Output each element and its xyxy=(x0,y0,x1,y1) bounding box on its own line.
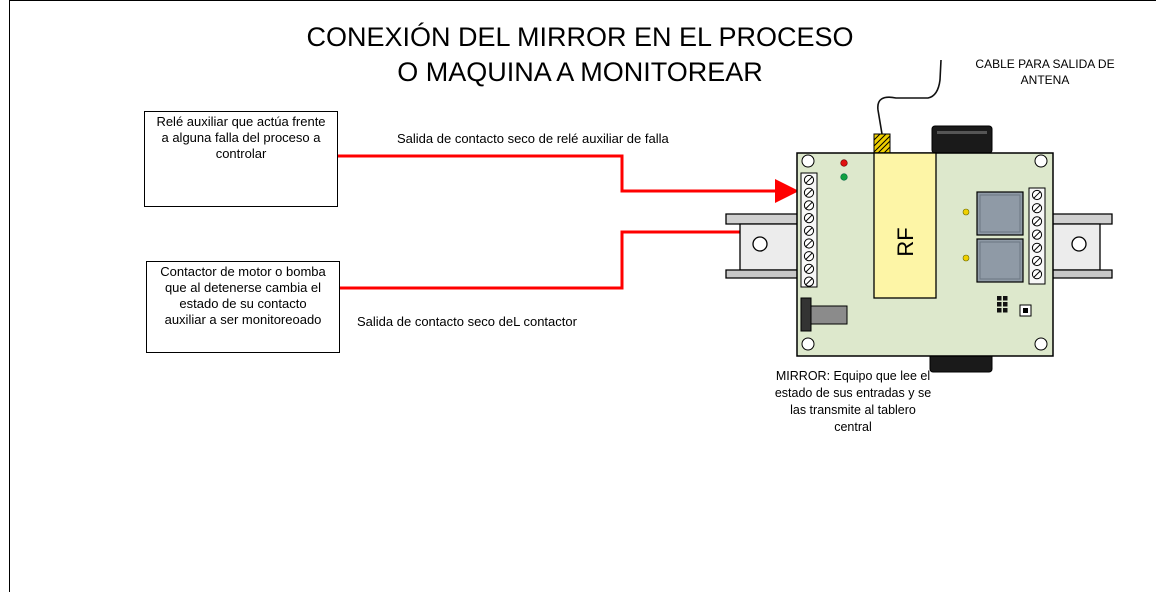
antenna-label-line: ANTENA xyxy=(1020,73,1070,87)
screw-slot xyxy=(1033,231,1041,239)
relay-box-line: controlar xyxy=(215,146,267,161)
header-pin xyxy=(1003,302,1008,307)
rf-module-label: RF xyxy=(893,227,918,256)
contactor-box-line: Contactor de motor o bomba xyxy=(160,264,326,279)
header-pin xyxy=(997,308,1002,313)
relay-output-label: Salida de contacto seco de relé auxiliar… xyxy=(397,131,669,146)
header-pin xyxy=(997,296,1002,301)
auxiliary-relay-box: Relé auxiliar que actúa frente a alguna … xyxy=(144,111,338,207)
antenna-label-line: CABLE PARA SALIDA DE xyxy=(975,57,1115,71)
pin-header xyxy=(997,296,1008,313)
frame-border-left xyxy=(9,0,10,592)
relay-box-line: a alguna falla del proceso a xyxy=(161,130,321,145)
screw-slot xyxy=(1033,217,1041,225)
antenna-cable xyxy=(877,59,942,135)
output-terminal-block xyxy=(1028,187,1046,285)
screw-slot xyxy=(805,239,813,248)
screw-slot xyxy=(805,265,813,273)
screw-slot xyxy=(805,227,813,235)
frame-border-top xyxy=(9,0,1156,1)
relay xyxy=(976,238,1024,283)
header-pin xyxy=(1003,308,1008,313)
screw-slot xyxy=(805,252,813,260)
relay-signal-wire xyxy=(338,154,799,203)
screw-slot xyxy=(805,189,813,197)
mount-hole xyxy=(1034,337,1048,351)
antenna-connector xyxy=(873,133,891,154)
contactor-box-line: que al detenerse cambia el xyxy=(164,280,322,295)
input-terminal-block xyxy=(800,172,818,288)
title-line-1: CONEXIÓN DEL MIRROR EN EL PROCESO xyxy=(306,22,854,52)
mirror-caption-line: MIRROR: Equipo que lee el xyxy=(775,369,931,383)
contactor-box-line: estado de su contacto xyxy=(179,296,307,311)
contactor-signal-wire xyxy=(340,220,799,290)
screw-slot xyxy=(805,278,813,286)
screw-slot xyxy=(1033,191,1041,199)
mirror-caption: MIRROR: Equipo que lee el estado de sus … xyxy=(746,368,960,436)
green-led xyxy=(840,173,848,181)
title-line-2: O MAQUINA A MONITOREAR xyxy=(397,57,763,87)
mirror-device: RF xyxy=(725,59,1113,373)
screw-slot xyxy=(1033,204,1041,212)
screw-slot xyxy=(1033,257,1041,265)
red-led xyxy=(840,159,848,167)
yellow-led xyxy=(962,254,970,262)
motor-contactor-box: Contactor de motor o bomba que al detene… xyxy=(146,261,340,353)
rail-hole-left xyxy=(752,236,768,252)
screw-slot xyxy=(805,201,813,209)
mount-hole xyxy=(1034,154,1048,168)
screw-slot xyxy=(1033,270,1041,278)
mount-hole xyxy=(801,337,815,351)
screw-slot xyxy=(1033,244,1041,252)
antenna-cable-label: CABLE PARA SALIDA DE ANTENA xyxy=(935,56,1155,88)
contactor-box-line: auxiliar a ser monitoreoado xyxy=(164,312,322,327)
relay xyxy=(976,191,1024,236)
mirror-caption-line: estado de sus entradas y se xyxy=(774,386,932,400)
mirror-caption-line: las transmite al tablero xyxy=(790,403,916,417)
top-clip xyxy=(931,125,993,154)
rail-hole-right xyxy=(1071,236,1087,252)
header-pin xyxy=(997,302,1002,307)
rf-module xyxy=(873,152,937,299)
side-connector xyxy=(800,297,812,332)
header-pin xyxy=(1003,296,1008,301)
mirror-caption-line: central xyxy=(834,420,872,434)
screw-slot xyxy=(805,214,813,222)
relay-box-line: Relé auxiliar que actúa frente xyxy=(156,114,326,129)
contactor-output-label: Salida de contacto seco deL contactor xyxy=(357,314,577,329)
yellow-led xyxy=(962,208,970,216)
screw-slot xyxy=(805,176,813,184)
mount-hole xyxy=(801,154,815,168)
diagram-title: CONEXIÓN DEL MIRROR EN EL PROCESO O MAQU… xyxy=(290,20,870,90)
